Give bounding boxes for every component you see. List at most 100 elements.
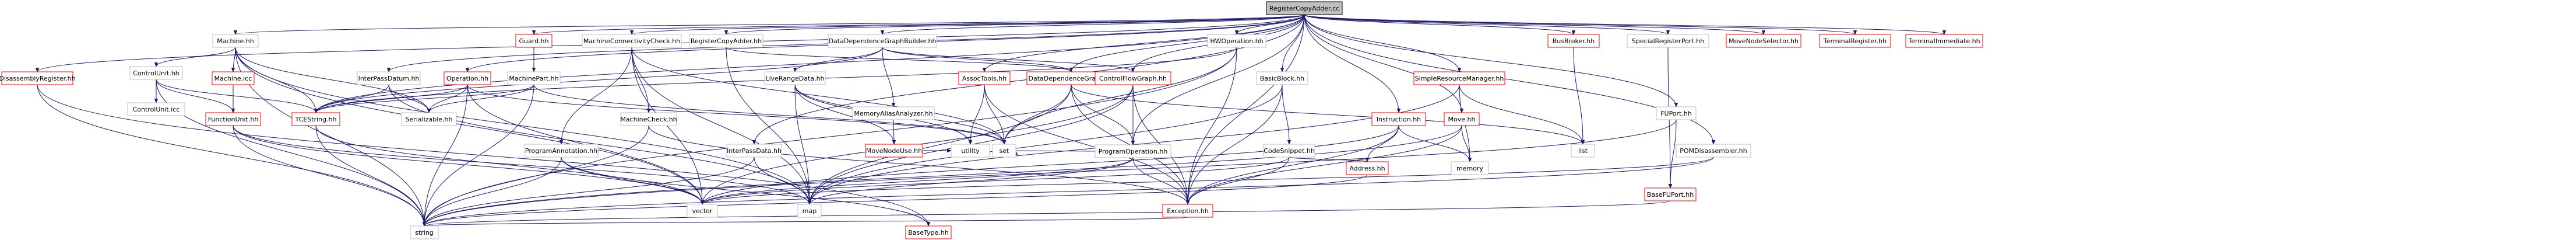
node-label-terminalimmediate: TerminalImmediate.hh xyxy=(1908,37,1980,45)
node-box-basicblock xyxy=(1256,71,1308,85)
node-terminalregister[interactable]: TerminalRegister.hh xyxy=(1819,34,1891,48)
node-box-tcestring xyxy=(291,112,340,126)
node-string: string xyxy=(410,225,439,239)
node-box-controlunit_hh xyxy=(129,66,183,80)
node-ddg[interactable]: DataDependenceGraph.hh xyxy=(1026,71,1116,85)
edge-programannotation-to-string xyxy=(424,156,562,226)
node-box-string xyxy=(410,225,439,239)
edge-functionunit-to-string xyxy=(233,125,424,226)
edge-machineconnectivitycheck-to-map xyxy=(631,47,810,204)
node-box-basefuport xyxy=(1644,187,1697,201)
node-tcestring[interactable]: TCEString.hh xyxy=(291,112,340,126)
edge-root-to-specialregisterport xyxy=(1304,14,1668,35)
node-address[interactable]: Address.hh xyxy=(1346,161,1389,175)
node-label-movenodeuse: MoveNodeUse.hh xyxy=(866,147,922,155)
node-interpassdata[interactable]: InterPassData.hh xyxy=(726,144,782,158)
node-programannotation[interactable]: ProgramAnnotation.hh xyxy=(524,144,599,158)
node-machine_icc[interactable]: Machine.icc xyxy=(212,71,255,85)
node-label-exception: Exception.hh xyxy=(1167,207,1209,215)
node-box-set xyxy=(992,144,1016,158)
edge-basicblock-to-codesnippet xyxy=(1282,84,1289,144)
edge-machineconnectivitycheck-to-machinecheck xyxy=(631,47,649,113)
edge-machineconnectivitycheck-to-set xyxy=(631,47,1004,144)
node-specialregisterport[interactable]: SpecialRegisterPort.hh xyxy=(1627,34,1709,48)
node-controlunit_icc[interactable]: ControlUnit.icc xyxy=(127,102,185,116)
node-serializable[interactable]: Serializable.hh xyxy=(401,112,457,126)
node-move[interactable]: Move.hh xyxy=(1444,112,1480,126)
node-hwoperation[interactable]: HWOperation.hh xyxy=(1207,34,1266,48)
node-memoryaliasanalyzer[interactable]: MemoryAliasAnalyzer.hh xyxy=(852,106,935,120)
node-fuport[interactable]: FUPort.hh xyxy=(1656,106,1697,120)
node-programoperation[interactable]: ProgramOperation.hh xyxy=(1095,144,1171,158)
node-root[interactable]: RegisterCopyAdder.cc xyxy=(1266,1,1343,15)
edge-root-to-terminalimmediate xyxy=(1304,14,1944,35)
node-label-root: RegisterCopyAdder.cc xyxy=(1269,5,1339,12)
node-basefuport[interactable]: BaseFUPort.hh xyxy=(1644,187,1697,201)
edge-basefuport-to-string xyxy=(424,200,1671,227)
node-label-controlflowgraph: ControlFlowGraph.hh xyxy=(1099,75,1167,82)
node-label-address: Address.hh xyxy=(1349,165,1385,172)
node-box-simpleresourcemanager xyxy=(1413,71,1505,85)
node-ddgbuilder[interactable]: DataDependenceGraphBuilder.hh xyxy=(828,34,937,48)
node-controlflowgraph[interactable]: ControlFlowGraph.hh xyxy=(1095,71,1171,85)
edge-controlunit_hh-to-functionunit xyxy=(156,79,233,113)
edge-programoperation-to-vector xyxy=(702,157,1134,205)
node-box-liverangedata xyxy=(764,71,826,85)
edge-interpassdata-to-map xyxy=(754,156,810,204)
edge-fuport-to-basefuport xyxy=(1670,119,1677,188)
node-box-utility xyxy=(951,144,990,158)
node-guard[interactable]: Guard.hh xyxy=(515,34,552,48)
node-box-interpassdata xyxy=(726,144,782,158)
node-pomdisassembler[interactable]: POMDisassembler.hh xyxy=(1676,144,1751,158)
node-machinepart[interactable]: MachinePart.hh xyxy=(507,71,561,85)
node-assoctools[interactable]: AssocTools.hh xyxy=(958,71,1011,85)
node-terminalimmediate[interactable]: TerminalImmediate.hh xyxy=(1905,34,1983,48)
node-basicblock[interactable]: BasicBlock.hh xyxy=(1256,71,1308,85)
node-label-tcestring: TCEString.hh xyxy=(295,116,337,123)
node-liverangedata[interactable]: LiveRangeData.hh xyxy=(764,71,826,85)
edge-disassemblyregister-to-basetype xyxy=(37,84,928,226)
node-box-memory xyxy=(1451,161,1489,175)
node-exception[interactable]: Exception.hh xyxy=(1162,204,1213,218)
node-registercopyadder[interactable]: RegisterCopyAdder.hh xyxy=(689,34,763,48)
node-label-vector: vector xyxy=(692,207,713,215)
edge-instruction-to-vector xyxy=(702,125,1399,204)
edge-disassemblyregister-to-string xyxy=(37,84,424,226)
edge-ddgbuilder-to-ddg xyxy=(882,47,1071,72)
edge-interpassdatum-to-map xyxy=(388,84,810,204)
edge-hwoperation-to-set xyxy=(1004,47,1237,144)
node-machineconnectivitycheck[interactable]: MachineConnectivityCheck.hh xyxy=(582,34,682,48)
node-basetype[interactable]: BaseType.hh xyxy=(905,225,952,239)
node-box-controlunit_icc xyxy=(127,102,185,116)
node-label-basetype: BaseType.hh xyxy=(908,229,949,236)
edge-layer xyxy=(37,14,1944,227)
edge-machineconnectivitycheck-to-programannotation xyxy=(561,47,632,144)
node-box-root xyxy=(1266,1,1343,15)
node-instruction[interactable]: Instruction.hh xyxy=(1371,112,1426,126)
node-disassemblyregister[interactable]: DisassemblyRegister.hh xyxy=(0,71,76,85)
edge-root-to-ddg xyxy=(1071,14,1305,72)
node-controlunit_hh[interactable]: ControlUnit.hh xyxy=(129,66,183,80)
node-label-machinecheck: MachineCheck.hh xyxy=(620,116,677,123)
node-box-memoryaliasanalyzer xyxy=(852,106,935,120)
node-movenodeuse[interactable]: MoveNodeUse.hh xyxy=(865,144,923,158)
node-machine[interactable]: Machine.hh xyxy=(212,34,259,48)
node-codesnippet[interactable]: CodeSnippet.hh xyxy=(1263,144,1315,158)
node-box-instruction xyxy=(1371,112,1426,126)
edge-root-to-pomdisassembler xyxy=(1304,14,1713,144)
edge-programoperation-to-exception xyxy=(1132,157,1188,204)
node-movenodeselector[interactable]: MoveNodeSelector.hh xyxy=(1726,34,1801,48)
node-label-list: list xyxy=(1578,147,1588,155)
node-machinecheck[interactable]: MachineCheck.hh xyxy=(620,112,677,126)
node-functionunit[interactable]: FunctionUnit.hh xyxy=(205,112,261,126)
node-box-guard xyxy=(515,34,552,48)
edge-ddg-to-list xyxy=(1071,84,1583,145)
edge-move-to-memory xyxy=(1461,125,1470,162)
node-busbroker[interactable]: BusBroker.hh xyxy=(1547,34,1600,48)
node-interpassdatum[interactable]: InterPassDatum.hh xyxy=(357,71,421,85)
node-label-instruction: Instruction.hh xyxy=(1377,116,1421,123)
node-operation[interactable]: Operation.hh xyxy=(444,71,491,85)
node-simpleresourcemanager[interactable]: SimpleResourceManager.hh xyxy=(1413,71,1505,85)
node-box-serializable xyxy=(401,112,457,126)
edge-simpleresourcemanager-to-list xyxy=(1459,84,1583,144)
